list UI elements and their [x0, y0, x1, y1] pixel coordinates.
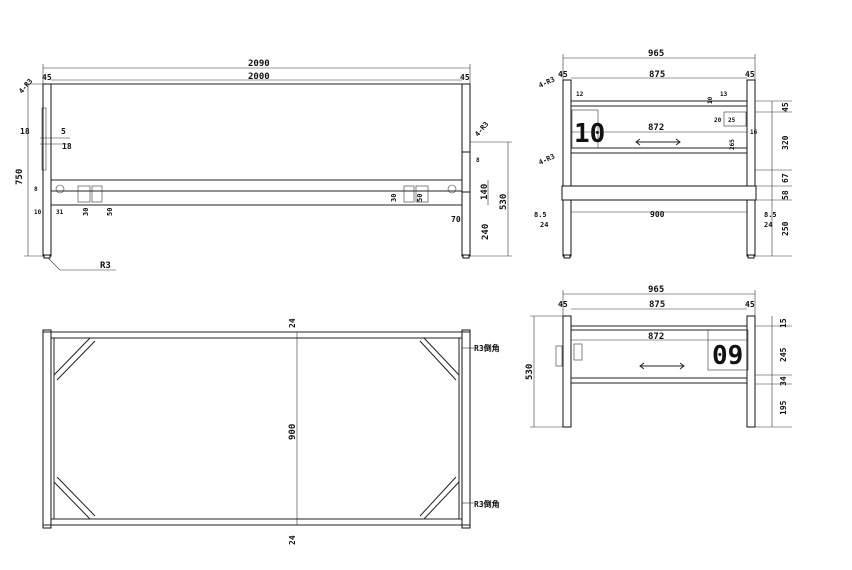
dim-240: 240 [481, 224, 491, 240]
dim-post-left: 45 [42, 73, 52, 82]
left-bracket-2 [91, 185, 103, 203]
dim-50b: 50 [416, 194, 424, 202]
dim-13: 13 [720, 91, 728, 98]
plan-view: 900 24 24 R3倒角 R3倒角 [42, 318, 500, 545]
dim-20: 20 [714, 117, 722, 124]
dim-30b: 30 [390, 194, 398, 202]
dim-12: 12 [576, 91, 584, 98]
brace-bottom-right [423, 481, 460, 520]
dim-25: 25 [728, 117, 736, 124]
dim-58: 58 [781, 190, 790, 200]
side-view-top: 10 965 875 45 45 4-R3 4-R3 12 13 10 872 … [534, 49, 792, 259]
right-foot [462, 254, 470, 259]
dim2-530: 530 [525, 364, 535, 380]
dim-plan-900: 900 [288, 424, 298, 440]
dim-31: 31 [56, 209, 64, 216]
dim-8a: 8 [34, 186, 38, 193]
dim2-34: 34 [779, 376, 788, 386]
dim2-inner-width: 875 [649, 300, 665, 310]
side-slat [561, 185, 757, 201]
dim-10: 10 [34, 209, 42, 216]
dim-radius: R3 [100, 261, 111, 271]
corner-note-bottom: R3倒角 [474, 499, 500, 509]
dim-overall-width: 965 [648, 49, 664, 59]
badge-10: 10 [574, 119, 605, 149]
badge-box [571, 109, 599, 149]
front-view: 2090 2000 45 45 4-R3 4-R3 750 18 5 18 8 … [15, 59, 512, 271]
dim-18b: 18 [62, 142, 72, 151]
right-hole [447, 184, 457, 194]
plan-left-post [42, 329, 52, 529]
dim-872: 872 [648, 123, 664, 133]
brace-top-right [423, 337, 460, 376]
dim-8-5-right: 8.5 [764, 211, 777, 219]
dim-post-right: 45 [460, 73, 470, 82]
dim-50a: 50 [106, 208, 114, 216]
dim-post-right: 45 [745, 70, 755, 79]
badge-09: 09 [712, 341, 743, 371]
chamfer-top: 4-R3 [537, 75, 556, 89]
chamfer-left: 4-R3 [17, 77, 34, 95]
dim-900: 900 [650, 210, 665, 219]
dim-530: 530 [499, 194, 509, 210]
dim-67: 67 [781, 173, 790, 183]
dim-5: 5 [61, 127, 66, 136]
dim-plan-top-24: 24 [288, 318, 297, 328]
dim-18a: 18 [20, 127, 30, 136]
dim2-15: 15 [779, 318, 788, 328]
plan-right-post [461, 329, 471, 529]
dim2-195: 195 [779, 400, 788, 415]
dim2-872: 872 [648, 332, 664, 342]
dim2-post-left: 45 [558, 300, 568, 309]
dim2-post-right: 45 [745, 300, 755, 309]
chamfer-right: 4-R3 [473, 120, 490, 138]
side-view-bottom: 09 965 875 45 45 872 530 15 245 34 195 [525, 285, 792, 428]
dim-plan-bottom-24: 24 [288, 535, 297, 545]
dim-10: 10 [707, 96, 714, 104]
dim-70: 70 [451, 215, 461, 224]
dim-24-right: 24 [764, 221, 772, 229]
dim-inner-width: 875 [649, 70, 665, 80]
side-right-post [746, 79, 756, 257]
dim2-overall-width: 965 [648, 285, 664, 295]
dim-320: 320 [781, 135, 790, 150]
right-cap [461, 151, 471, 193]
brace-top-left [53, 337, 91, 376]
dim-140: 140 [480, 184, 490, 200]
dim-16: 16 [750, 129, 758, 136]
dim2-245: 245 [779, 347, 788, 362]
dim-overall-length: 2090 [248, 59, 270, 69]
dim-8-5-left: 8.5 [534, 211, 547, 219]
dim-8b: 8 [476, 157, 480, 164]
dim-24-left: 24 [540, 221, 548, 229]
chamfer-mid: 4-R3 [537, 152, 556, 166]
left-hole [55, 184, 65, 194]
side-detail-box [723, 111, 747, 127]
dim-post-left: 45 [558, 70, 568, 79]
left-slot [41, 107, 47, 171]
side2-right-post [746, 315, 756, 428]
left-bracket [77, 185, 91, 203]
dim-265: 265 [729, 139, 736, 150]
right-bracket [415, 185, 429, 203]
side2-left-post [562, 315, 572, 428]
side-left-post [562, 79, 572, 257]
badge-box-2 [707, 329, 749, 371]
corner-note-top: R3倒角 [474, 343, 500, 353]
brace-bottom-left [53, 481, 91, 520]
side2-clip [573, 343, 583, 361]
right-bracket-2 [403, 185, 415, 203]
dim-250: 250 [781, 221, 790, 236]
dim-45: 45 [781, 102, 790, 112]
left-foot [43, 254, 51, 259]
dim-inner-length: 2000 [248, 72, 270, 82]
dim-30a: 30 [82, 208, 90, 216]
dim-height: 750 [15, 169, 25, 185]
